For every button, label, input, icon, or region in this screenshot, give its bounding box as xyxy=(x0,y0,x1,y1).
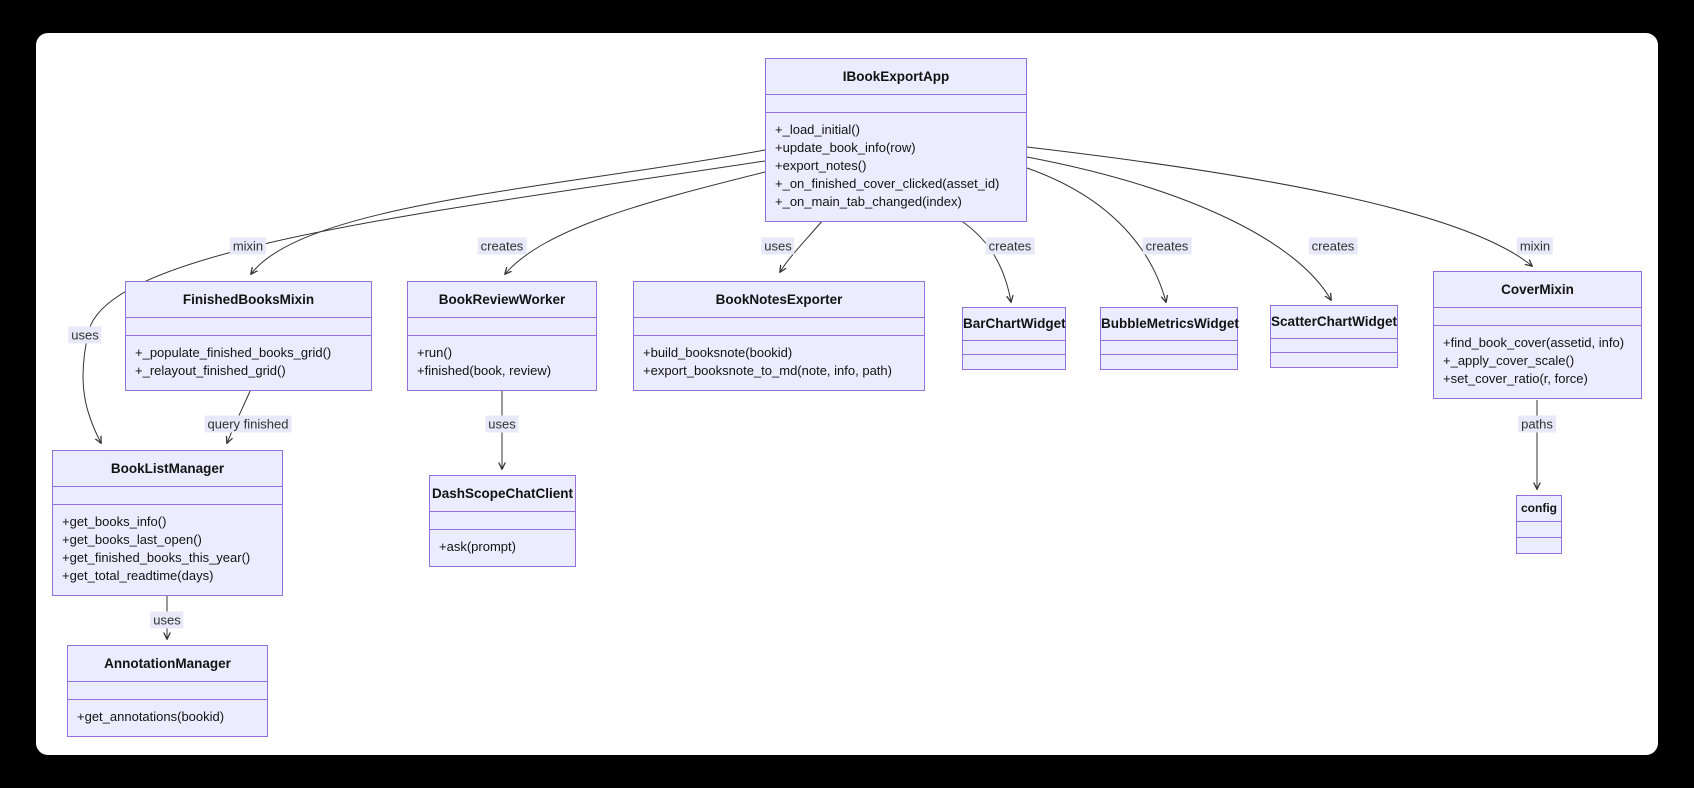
class-title: DashScopeChatClient xyxy=(430,476,575,512)
edge-mixin-finishedbooksmixin xyxy=(251,149,766,274)
edge-uses-booklistmanager xyxy=(82,160,766,443)
edge-label: creates xyxy=(1308,237,1358,255)
class-methods xyxy=(1517,538,1561,553)
class-title: BarChartWidget xyxy=(963,308,1066,341)
class-methods: +build_booksnote(bookid) +export_booksno… xyxy=(634,336,924,390)
class-methods xyxy=(963,355,1065,369)
edge-creates-barchartwidget xyxy=(959,219,1011,302)
class-methods: +get_books_info() +get_books_last_open()… xyxy=(53,505,282,595)
class-attributes xyxy=(68,682,267,700)
class-booknotesexporter: BookNotesExporter +build_booksnote(booki… xyxy=(633,281,925,391)
method: +find_book_cover(assetid, info) xyxy=(1443,335,1625,350)
class-methods xyxy=(1271,353,1397,367)
edge-label: mixin xyxy=(1516,237,1554,255)
class-attributes xyxy=(408,318,596,336)
method: +update_book_info(row) xyxy=(775,140,916,155)
class-attributes xyxy=(634,318,924,336)
method: +_apply_cover_scale() xyxy=(1443,353,1575,368)
method: +build_booksnote(bookid) xyxy=(643,345,793,360)
class-methods: +ask(prompt) xyxy=(430,530,575,566)
class-booklistmanager: BookListManager +get_books_info() +get_b… xyxy=(52,450,283,596)
edge-creates-scatterchartwidget xyxy=(1026,156,1331,300)
class-methods: +get_annotations(bookid) xyxy=(68,700,267,736)
edge-label: creates xyxy=(477,237,527,255)
class-methods: +find_book_cover(assetid, info) +_apply_… xyxy=(1434,326,1641,398)
class-title: ScatterChartWidget xyxy=(1271,306,1397,339)
class-config: config xyxy=(1516,495,1562,554)
class-scatterchartwidget: ScatterChartWidget xyxy=(1270,305,1398,368)
method: +get_books_info() xyxy=(62,514,167,529)
method: +finished(book, review) xyxy=(417,363,552,378)
class-attributes xyxy=(766,95,1026,113)
class-methods: +_load_initial() +update_book_info(row) … xyxy=(766,113,1026,221)
class-title: BookListManager xyxy=(53,451,282,487)
class-attributes xyxy=(1101,341,1237,355)
class-annotationmanager: AnnotationManager +get_annotations(booki… xyxy=(67,645,268,737)
class-title: BookReviewWorker xyxy=(408,282,596,318)
class-finishedbooksmixin: FinishedBooksMixin +_populate_finished_b… xyxy=(125,281,372,391)
method: +get_finished_books_this_year() xyxy=(62,550,251,565)
method: +ask(prompt) xyxy=(439,539,516,554)
method: +get_books_last_open() xyxy=(62,532,202,547)
method: +get_total_readtime(days) xyxy=(62,568,214,583)
edge-label: uses xyxy=(485,415,519,433)
class-title: IBookExportApp xyxy=(766,59,1026,95)
class-covermixin: CoverMixin +find_book_cover(assetid, inf… xyxy=(1433,271,1642,399)
edge-label: uses xyxy=(761,237,795,255)
class-attributes xyxy=(963,341,1065,355)
class-methods: +_populate_finished_books_grid() +_relay… xyxy=(126,336,371,390)
method: +set_cover_ratio(r, force) xyxy=(1443,371,1588,386)
class-title: BubbleMetricsWidget xyxy=(1101,308,1239,341)
method: +_on_finished_cover_clicked(asset_id) xyxy=(775,176,1000,191)
class-attributes xyxy=(126,318,371,336)
class-title: config xyxy=(1517,496,1561,522)
edge-label: mixin xyxy=(229,237,267,255)
class-attributes xyxy=(1434,308,1641,326)
method: +run() xyxy=(417,345,453,360)
edge-label: uses xyxy=(150,611,184,629)
method: +_load_initial() xyxy=(775,122,860,137)
class-attributes xyxy=(53,487,282,505)
method: +export_notes() xyxy=(775,158,867,173)
class-barchartwidget: BarChartWidget xyxy=(962,307,1066,370)
class-title: CoverMixin xyxy=(1434,272,1641,308)
edge-label: query finished xyxy=(204,415,292,433)
method: +get_annotations(bookid) xyxy=(77,709,225,724)
edge-creates-bubblemetricswidget xyxy=(1026,167,1166,302)
class-methods: +run() +finished(book, review) xyxy=(408,336,596,390)
edge-mixin-covermixin xyxy=(1026,146,1532,266)
method: +_on_main_tab_changed(index) xyxy=(775,194,962,209)
edge-label: uses xyxy=(68,326,102,344)
class-title: BookNotesExporter xyxy=(634,282,924,318)
class-dashscopechatclient: DashScopeChatClient +ask(prompt) xyxy=(429,475,576,567)
class-bubblemetricswidget: BubbleMetricsWidget xyxy=(1100,307,1239,370)
edge-label: paths xyxy=(1518,415,1556,433)
method: +_populate_finished_books_grid() xyxy=(135,345,332,360)
class-attributes xyxy=(1517,522,1561,538)
edge-uses-booknotesexporter xyxy=(780,219,824,272)
class-attributes xyxy=(430,512,575,530)
edge-label: creates xyxy=(985,237,1035,255)
edge-label: creates xyxy=(1142,237,1192,255)
class-attributes xyxy=(1271,339,1397,353)
class-bookreviewworker: BookReviewWorker +run() +finished(book, … xyxy=(407,281,597,391)
class-ibookexportapp: IBookExportApp +_load_initial() +update_… xyxy=(765,58,1027,222)
class-title: FinishedBooksMixin xyxy=(126,282,371,318)
method: +export_booksnote_to_md(note, info, path… xyxy=(643,363,892,378)
edge-creates-bookreviewworker xyxy=(505,171,766,274)
class-title: AnnotationManager xyxy=(68,646,267,682)
class-methods xyxy=(1101,355,1237,369)
method: +_relayout_finished_grid() xyxy=(135,363,286,378)
